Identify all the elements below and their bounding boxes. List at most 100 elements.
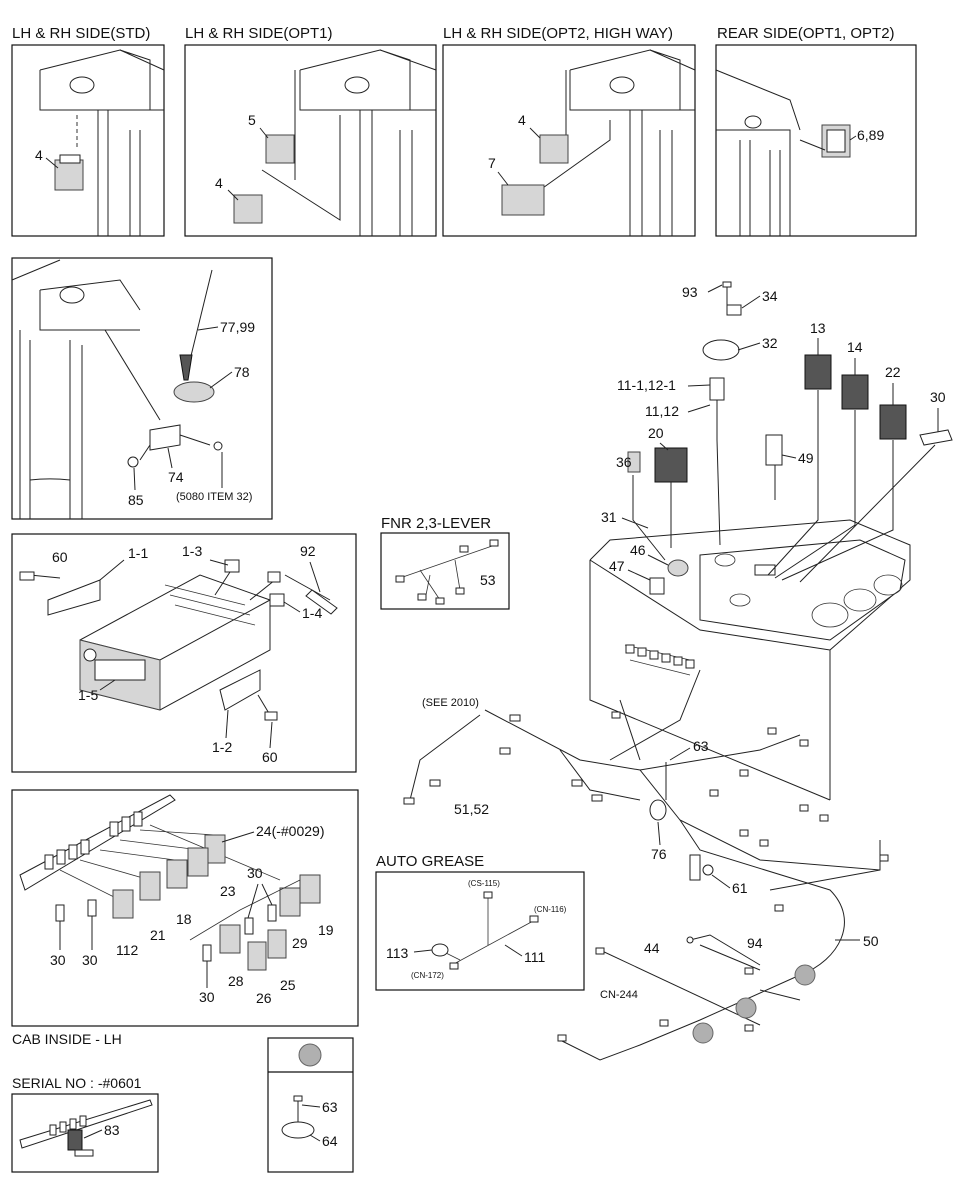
panel-frame bbox=[11, 257, 273, 520]
panel-lh-rh-opt1: LH & RH SIDE(OPT1) 5 4 bbox=[184, 25, 437, 237]
panel-rear-side: REAR SIDE(OPT1, OPT2) 6,89 bbox=[715, 25, 917, 237]
callout-4: 4 bbox=[35, 147, 43, 163]
callout-cn-116: (CN-116) bbox=[534, 905, 567, 914]
grommet-icon bbox=[692, 1022, 714, 1044]
callout-29: 29 bbox=[292, 935, 308, 951]
callout-1-3: 1-3 bbox=[182, 543, 202, 559]
callout-93: 93 bbox=[682, 284, 698, 300]
callout-11-12: 11,12 bbox=[645, 403, 679, 419]
panel-frame bbox=[184, 44, 437, 237]
callout-1-2: 1-2 bbox=[212, 739, 232, 755]
grommet-icon bbox=[735, 997, 757, 1019]
callout-85: 85 bbox=[128, 492, 144, 508]
callout-14: 14 bbox=[847, 339, 863, 355]
callout-30-left1: 30 bbox=[50, 952, 66, 968]
panel-title: LH & RH SIDE(OPT2, HIGH WAY) bbox=[443, 25, 673, 42]
callout-113: 113 bbox=[386, 945, 409, 961]
callout-60: 60 bbox=[52, 549, 68, 565]
panel-radio: 60 1-1 1-3 92 1-4 1-5 1-2 60 bbox=[11, 533, 357, 773]
callout-cs-115: (CS-115) bbox=[468, 879, 500, 888]
callout-94: 94 bbox=[747, 935, 763, 951]
panel-frame bbox=[267, 1037, 354, 1173]
panel-title: LH & RH SIDE(OPT1) bbox=[185, 25, 333, 42]
callout-21: 21 bbox=[150, 927, 166, 943]
callout-36: 36 bbox=[616, 454, 632, 470]
panel-frame bbox=[11, 789, 359, 1027]
callout-22: 22 bbox=[885, 364, 901, 380]
panel-frame bbox=[11, 533, 357, 773]
grommet-icon bbox=[298, 1043, 322, 1067]
panel-title: REAR SIDE(OPT1, OPT2) bbox=[717, 25, 895, 42]
callout-78: 78 bbox=[234, 364, 250, 380]
panel-frame bbox=[380, 532, 510, 610]
panel-frame bbox=[11, 1093, 159, 1173]
callout-49: 49 bbox=[798, 450, 814, 466]
panel-auto-grease: AUTO GREASE (CS-115) (CN-116) 113 111 (C… bbox=[375, 853, 585, 991]
panel-fnr: FNR 2,3-LEVER 53 bbox=[380, 515, 510, 610]
callout-83: 83 bbox=[104, 1122, 120, 1138]
callout-19: 19 bbox=[318, 922, 334, 938]
panel-frame bbox=[715, 44, 917, 237]
panel-title: FNR 2,3-LEVER bbox=[381, 515, 491, 532]
callout-1-4: 1-4 bbox=[302, 605, 322, 621]
callout-34: 34 bbox=[762, 288, 778, 304]
callout-25: 25 bbox=[280, 977, 296, 993]
callout-13: 13 bbox=[810, 320, 826, 336]
callout-30-bottom: 30 bbox=[199, 989, 215, 1005]
callout-20: 20 bbox=[648, 425, 664, 441]
callout-76: 76 bbox=[651, 846, 667, 862]
callout-23: 23 bbox=[220, 883, 236, 899]
panel-title: LH & RH SIDE(STD) bbox=[12, 25, 150, 42]
callout-4: 4 bbox=[215, 175, 223, 191]
panel-detail: 63 64 bbox=[267, 1037, 354, 1173]
panel-lh-rh-std: LH & RH SIDE(STD) 4 bbox=[11, 25, 165, 237]
callout-6-89: 6,89 bbox=[857, 127, 884, 143]
callout-cn-172: (CN-172) bbox=[411, 971, 444, 980]
callout-5: 5 bbox=[248, 112, 256, 128]
callout-4: 4 bbox=[518, 112, 526, 128]
callout-112: 112 bbox=[116, 942, 139, 958]
callout-92: 92 bbox=[300, 543, 316, 559]
panel-frame bbox=[11, 44, 165, 237]
callout-30-left2: 30 bbox=[82, 952, 98, 968]
callout-74: 74 bbox=[168, 469, 184, 485]
callout-77-99: 77,99 bbox=[220, 319, 255, 335]
panel-title-serial: SERIAL NO : -#0601 bbox=[12, 1075, 142, 1091]
callout-111: 111 bbox=[524, 949, 545, 965]
callout-50: 50 bbox=[863, 933, 879, 949]
callout-53: 53 bbox=[480, 572, 496, 588]
callout-7: 7 bbox=[488, 155, 496, 171]
panel-frame bbox=[375, 871, 585, 991]
callout-61: 61 bbox=[732, 880, 748, 896]
callout-ref-5080: (5080 ITEM 32) bbox=[176, 491, 252, 503]
callout-1-1: 1-1 bbox=[128, 545, 148, 561]
callout-47: 47 bbox=[609, 558, 625, 574]
callout-63: 63 bbox=[322, 1099, 338, 1115]
callout-11-1-12-1: 11-1,12-1 bbox=[617, 377, 676, 393]
callout-64: 64 bbox=[322, 1133, 338, 1149]
callout-26: 26 bbox=[256, 990, 272, 1006]
panel-title-cab-inside: CAB INSIDE - LH bbox=[12, 1031, 122, 1047]
panel-antenna: 77,99 78 74 85 (5080 ITEM 32) bbox=[11, 257, 273, 520]
callout-28: 28 bbox=[228, 973, 244, 989]
callout-1-5: 1-5 bbox=[78, 687, 98, 703]
panel-frame bbox=[442, 44, 696, 237]
callout-18: 18 bbox=[176, 911, 192, 927]
main-console-assembly: 93 34 32 13 14 22 30 11-1,12-1 11,12 20 … bbox=[403, 281, 953, 1061]
callout-24: 24(-#0029) bbox=[256, 823, 325, 839]
callout-31: 31 bbox=[601, 509, 617, 525]
callout-46: 46 bbox=[630, 542, 646, 558]
callout-51-52: 51,52 bbox=[454, 801, 489, 817]
panel-switches: 24(-#0029) 30 23 18 21 112 30 30 30 29 1… bbox=[11, 789, 359, 1047]
panel-title: AUTO GREASE bbox=[376, 853, 484, 870]
callout-32: 32 bbox=[762, 335, 778, 351]
grommet-icon bbox=[794, 964, 816, 986]
panel-lh-rh-opt2: LH & RH SIDE(OPT2, HIGH WAY) 4 7 bbox=[442, 25, 696, 237]
callout-30: 30 bbox=[930, 389, 946, 405]
callout-cn-244: CN-244 bbox=[600, 989, 638, 1001]
callout-60b: 60 bbox=[262, 749, 278, 765]
panel-serial: SERIAL NO : -#0601 83 bbox=[11, 1075, 159, 1173]
callout-63-main: 63 bbox=[693, 738, 709, 754]
callout-see-2010: (SEE 2010) bbox=[422, 697, 479, 709]
